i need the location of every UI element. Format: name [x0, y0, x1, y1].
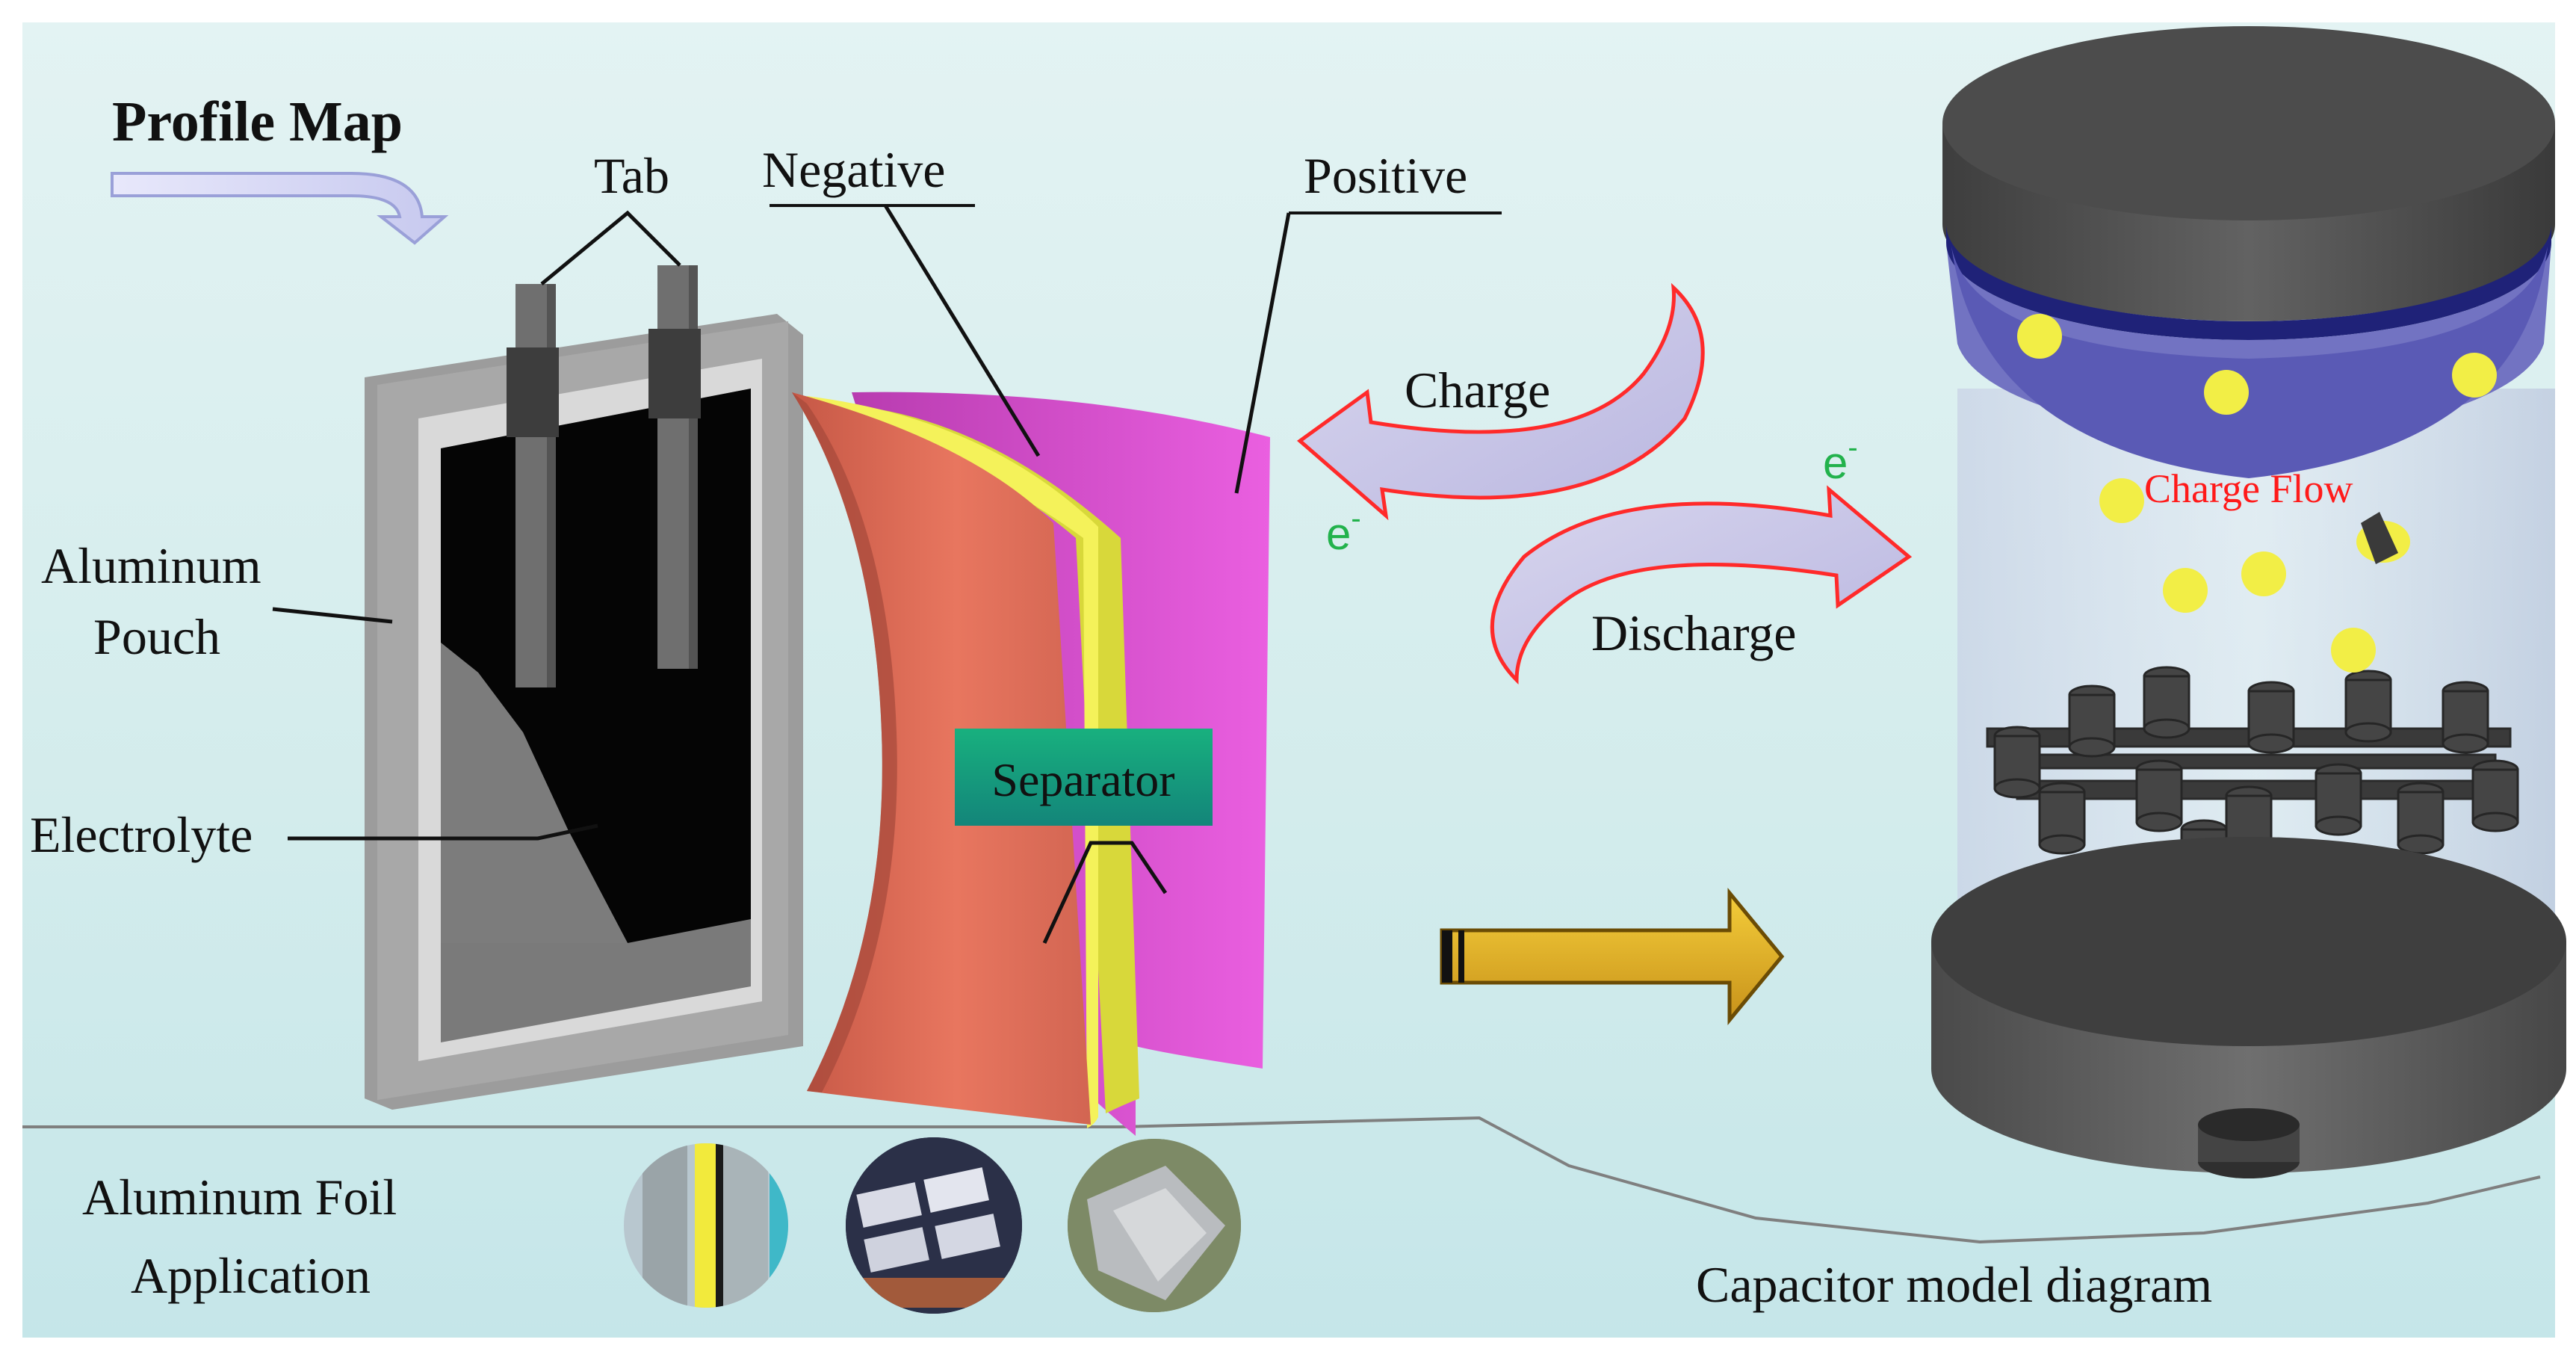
- charge-arrow-icon: [1296, 282, 1705, 521]
- ground-line: [22, 1116, 2541, 1244]
- pouch-leader-line: [272, 607, 393, 624]
- positive-label: Positive: [1304, 147, 1467, 204]
- tabs: [507, 265, 701, 687]
- charge-particles: [2017, 314, 2497, 673]
- electrolyte-label: Electrolyte: [30, 806, 253, 863]
- capacitor-caption: Capacitor model diagram: [1696, 1256, 2212, 1313]
- separator-sheet: [814, 404, 1139, 1113]
- top-disc: [1951, 247, 2548, 478]
- application-label-line2: Application: [131, 1247, 371, 1304]
- electron-left-label: e-: [1326, 502, 1361, 559]
- page-title: Profile Map: [112, 90, 403, 153]
- tab-leader-line: [540, 210, 681, 285]
- battery-pack-photo: [846, 1137, 1022, 1314]
- application-label-line1: Aluminum Foil: [82, 1169, 397, 1226]
- electrolyte-leader-line: [288, 823, 598, 841]
- capacitor-model: [1931, 26, 2566, 1178]
- transition-arrow-icon: [1440, 888, 1785, 1025]
- separator-leader-line: [1042, 841, 1168, 945]
- positive-leader-line: [1234, 212, 1291, 494]
- charge-flow-label: Charge Flow: [2144, 466, 2353, 511]
- negative-leader-line: [883, 204, 1041, 457]
- discharge-label: Discharge: [1591, 605, 1796, 661]
- aluminum-pouch-label-line1: Aluminum: [41, 537, 261, 594]
- charge-label: Charge: [1405, 362, 1550, 418]
- electron-right-label: e-: [1823, 431, 1858, 488]
- battery-cell-photo: [624, 1143, 788, 1308]
- aluminum-pouch-label-line2: Pouch: [93, 608, 220, 665]
- particle-cylinder: [2356, 512, 2410, 564]
- aluminum-pouch: [365, 314, 803, 1110]
- discharge-arrow-icon: [1490, 485, 1913, 685]
- profile-arrow-icon: [111, 172, 449, 245]
- tab-label: Tab: [594, 147, 669, 204]
- separator-label: Separator: [991, 753, 1174, 806]
- separator-badge: [955, 729, 1213, 826]
- aluminum-foil-photo: [1068, 1139, 1241, 1312]
- negative-label: Negative: [762, 141, 945, 198]
- electrode-lattice: [1993, 666, 2519, 892]
